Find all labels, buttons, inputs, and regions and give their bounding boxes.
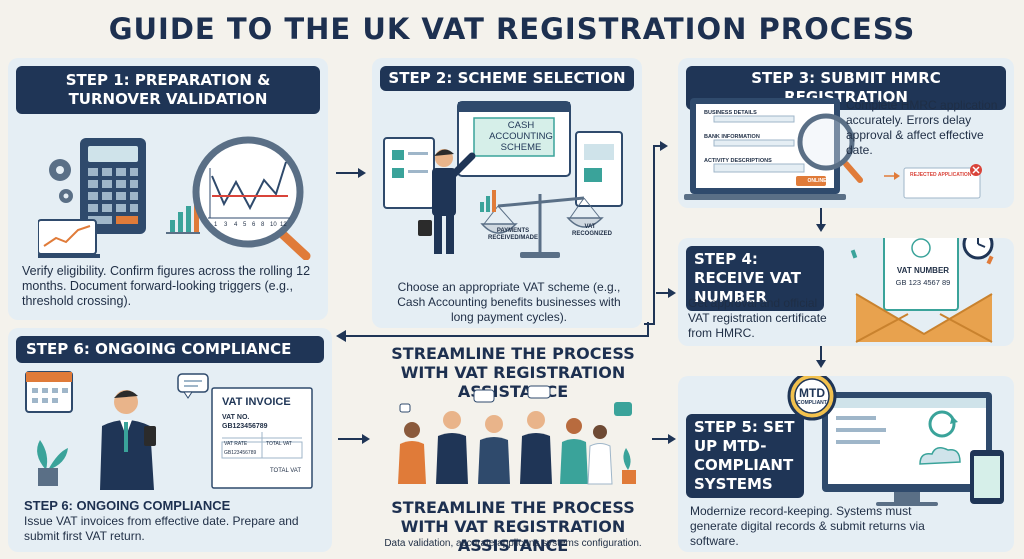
step5-panel: STEP 5: SET UP MTD-COMPLIANT SYSTEMS MTD… [678,376,1014,552]
tick-label: 6 [252,222,256,228]
people-group-icon [398,411,613,485]
step6-illustration [25,371,313,490]
step2-description: Choose an appropriate VAT scheme (e.g., … [397,280,621,324]
step3-description: Complete HMRC application accurately. Er… [846,98,998,157]
clock-icon [962,238,994,260]
invoice-total: TOTAL VAT [270,468,302,474]
certificate-number: GB 123 4567 89 [895,278,951,287]
tick-label: 5 [243,222,247,228]
step1-heading: STEP 1: PREPARATION & TURNOVER VALIDATIO… [16,66,320,114]
step6-subheading: STEP 6: ONGOING COMPLIANCE [24,498,231,513]
step1-illustration: 1 3 4 5 6 8 10 12 [38,136,311,260]
step6-panel: STEP 6: ONGOING COMPLIANCE [8,328,332,552]
step5-description: Modernize record-keeping. Systems must g… [690,504,925,548]
invoice-title: VAT INVOICE [222,396,291,408]
step1-panel: STEP 1: PREPARATION & TURNOVER VALIDATIO… [8,58,328,320]
invoice-vat-no-label: VAT NO. [222,414,250,421]
step2-heading: STEP 2: SCHEME SELECTION [380,66,634,91]
plant-icon [622,448,636,484]
step4-description: Get approval and official VAT registrati… [688,296,827,340]
form-field-label: ACTIVITY DESCRIPTIONS [704,158,772,164]
form-field-label: BUSINESS DETAILS [704,110,757,116]
invoice-col2: TOTAL VAT [266,441,292,447]
arrow-right-icon [336,168,366,178]
step2-panel: STEP 2: SCHEME SELECTION [372,58,642,328]
rejected-application-label: REJECTED APPLICATION [910,172,972,178]
rejected-application-icon [884,164,982,199]
arrow-left-icon [336,322,649,342]
magnifier-icon [192,136,311,260]
tick-label: 3 [224,222,228,228]
person-icon [418,149,476,254]
invoice-icon [211,387,313,489]
laptop-icon [38,219,100,258]
certificate-envelope-icon [850,238,994,343]
page-title: GUIDE TO THE UK VAT REGISTRATION PROCESS [108,12,916,46]
tick-label: 12 [280,222,287,228]
certificate-title: VAT NUMBER [896,266,950,275]
form-field-label: BANK INFORMATION [704,134,760,140]
arrow-right-icon [652,434,676,444]
arrow-right-icon [338,434,370,444]
mtd-badge-bottom: COMPLIANT [797,400,827,406]
chat-bubble-icon [177,373,209,399]
invoice-row: GB123456789 [224,450,257,456]
tick-label: 4 [234,222,238,228]
form-online-button: ONLINE [807,178,827,184]
bar-chart-icon [480,190,496,212]
plant-icon [37,440,68,486]
arrow-down-icon [816,346,826,368]
gear-icon [49,159,73,203]
team-illustration [398,385,636,485]
invoice-vat-no: GB123456789 [222,423,268,430]
step3-panel: STEP 3: SUBMIT HMRC REGISTRATION BUSINES… [678,58,1014,208]
desktop-system-icon [822,392,1004,506]
step4-panel: STEP 4: RECEIVE VAT NUMBER Get approval … [678,238,1014,346]
step2-illustration [383,101,623,258]
calendar-icon [25,371,73,413]
invoice-col1: VAT RATE [224,441,248,447]
calculator-icon [80,138,146,234]
scheme-sign-label: CASH ACCOUNTING SCHEME [489,120,553,153]
cloud-icon [919,447,961,465]
assist-title-bottom: STREAMLINE THE PROCESS WITH VAT REGISTRA… [391,498,635,555]
step5-heading: STEP 5: SET UP MTD-COMPLIANT SYSTEMS [686,414,804,498]
scale-icon [480,194,604,258]
laptop-form-icon [684,98,863,200]
step6-description: Issue VAT invoices from effective date. … [24,514,299,543]
step1-description: Verify eligibility. Confirm figures acro… [22,264,311,308]
tick-label: 8 [261,222,265,228]
scale-left-label: PAYMENTS RECEIVED/MADE [488,228,539,241]
arrow-down-icon [816,208,826,232]
sync-icon [928,410,958,438]
scale-right-label: VAT RECOGNIZED [572,224,613,237]
assist-description: Data validation, accurate applicans syst… [384,538,642,549]
mtd-badge-top: MTD [799,386,825,400]
document-screen-icon [383,101,623,209]
step6-heading: STEP 6: ONGOING COMPLIANCE [16,336,324,363]
chart-tick-labels: 1 3 4 5 6 8 10 12 [214,222,287,228]
assist-title-top: STREAMLINE THE PROCESS WITH VAT REGISTRA… [391,344,635,401]
step4-heading: STEP 4: RECEIVE VAT NUMBER [686,246,824,311]
person-icon [100,390,156,490]
mtd-badge-icon [787,376,837,421]
magnifier-icon [797,113,863,183]
tick-label: 10 [270,222,277,228]
bar-chart-icon [166,200,200,234]
tick-label: 1 [214,222,218,228]
chat-bubble-icon [399,385,632,416]
arrow-right-icon [656,288,676,298]
